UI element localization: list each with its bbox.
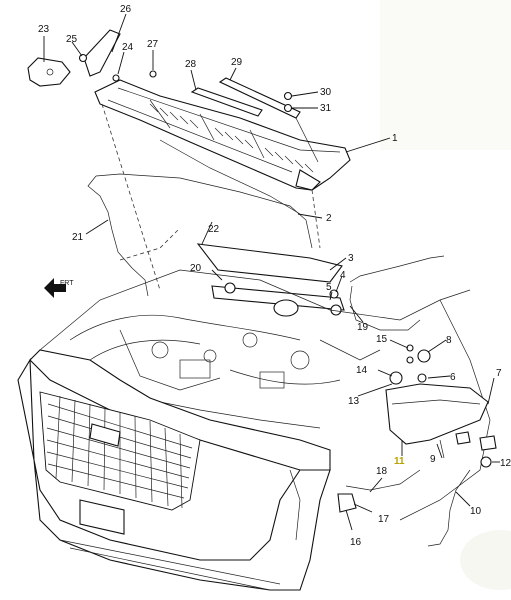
callout-31: 31 [320, 103, 332, 114]
callout-3: 3 [348, 253, 354, 264]
reservoir-hoses [337, 469, 471, 547]
callout-6: 6 [450, 372, 456, 383]
guide-lines [101, 103, 321, 291]
callout-21: 21 [72, 232, 84, 243]
wiper-cap [283, 103, 293, 113]
leader-lines [43, 13, 500, 531]
callout-5: 5 [326, 282, 332, 293]
callout-7: 7 [496, 368, 502, 379]
wiper-motor-linkage [196, 243, 445, 331]
callout-25: 25 [66, 34, 78, 45]
crest-emblem [89, 423, 121, 447]
fastener [149, 70, 157, 78]
callout-28: 28 [185, 59, 197, 70]
callout-labels: 1 2 3 4 5 6 7 8 9 10 11 12 13 14 15 16 1… [38, 4, 511, 548]
callout-24: 24 [122, 42, 134, 53]
fastener [112, 74, 120, 82]
wiper-blade [190, 77, 319, 163]
background-tint [380, 0, 511, 150]
callout-23: 23 [38, 24, 50, 35]
callout-14: 14 [356, 365, 368, 376]
callout-18: 18 [376, 466, 388, 477]
callout-8: 8 [446, 335, 452, 346]
callout-11: 11 [394, 456, 405, 467]
front-indicator-label: FRT [60, 280, 74, 287]
clip [78, 53, 88, 63]
callout-4: 4 [340, 270, 346, 281]
side-bracket [27, 57, 71, 87]
callout-10: 10 [470, 506, 482, 517]
vehicle-body [17, 269, 491, 591]
callout-9: 9 [430, 454, 436, 465]
callout-17: 17 [378, 514, 390, 525]
callout-13: 13 [348, 396, 360, 407]
callout-15: 15 [376, 334, 388, 345]
seal-strip [83, 29, 121, 77]
callout-16: 16 [350, 537, 362, 548]
washer-hose [87, 139, 313, 297]
callout-29: 29 [231, 57, 243, 68]
callout-12: 12 [500, 458, 511, 469]
washer-reservoir [385, 344, 497, 468]
callout-22: 22 [208, 224, 220, 235]
callout-20: 20 [190, 263, 202, 274]
callout-26: 26 [120, 4, 132, 15]
callout-1: 1 [392, 133, 398, 144]
callout-19: 19 [357, 322, 369, 333]
callout-2: 2 [326, 213, 332, 224]
background-blob [460, 530, 511, 590]
license-plate [79, 499, 125, 535]
wiper-nut [283, 91, 293, 101]
front-indicator: FRT [44, 278, 74, 298]
callout-27: 27 [147, 39, 159, 50]
callout-30: 30 [320, 87, 332, 98]
